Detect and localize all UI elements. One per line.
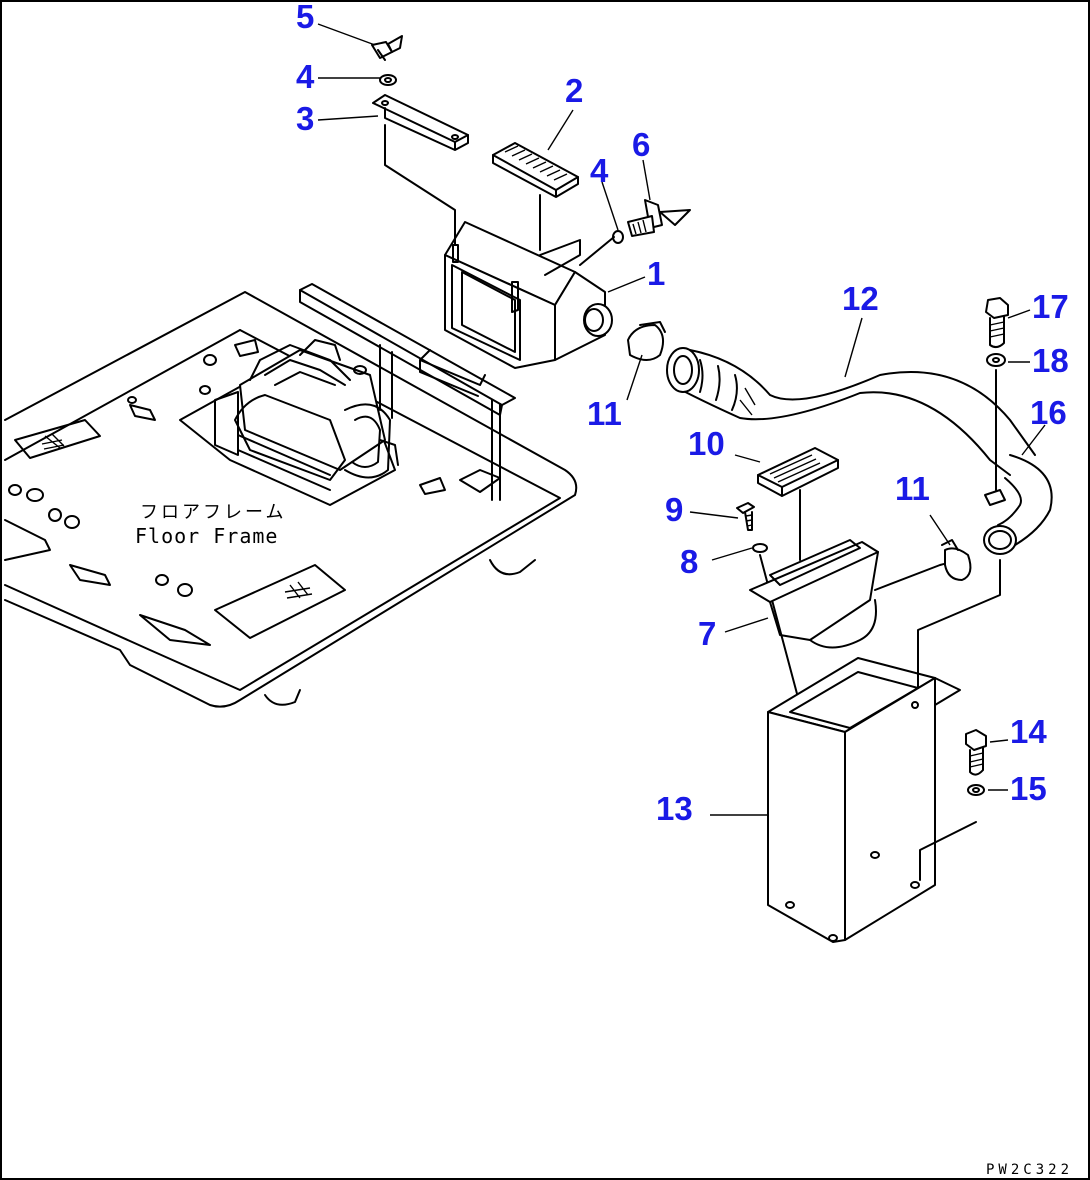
floor-frame [4, 291, 578, 708]
callout-11-upper: 11 [587, 395, 622, 432]
floor-frame-label-en: Floor Frame [135, 524, 278, 548]
callout-15: 15 [1010, 770, 1047, 807]
bracket-3 [372, 94, 469, 151]
callout-3: 3 [296, 100, 314, 137]
callout-11-lower: 11 [895, 470, 930, 507]
callout-14: 14 [1010, 713, 1047, 750]
washer-15 [919, 784, 985, 881]
floor-frame-label-jp: フロアフレーム [140, 502, 286, 523]
bolt-14 [965, 729, 987, 776]
callout-13: 13 [656, 790, 693, 827]
elbow-duct-16 [983, 454, 1053, 555]
callout-2: 2 [565, 72, 583, 109]
callout-5: 5 [296, 0, 314, 35]
drawing-code: PW2C322 [986, 1162, 1073, 1178]
callout-1: 1 [647, 255, 665, 292]
hose-clamp-11-lower [941, 539, 972, 581]
callout-10: 10 [688, 425, 725, 462]
duct-column-13 [767, 559, 1001, 943]
washer-8 [752, 543, 801, 706]
washer-4-top [379, 74, 397, 86]
bolt-17 [985, 297, 1009, 349]
callout-16: 16 [1030, 394, 1067, 431]
callout-labels: 5 4 3 2 6 4 1 12 17 18 16 11 10 9 8 11 7… [296, 0, 1069, 827]
leader-lines [317, 23, 1046, 816]
louver-grille-10 [757, 447, 839, 561]
washer-4-right [579, 230, 624, 266]
screw-9 [736, 502, 755, 531]
louver-grille-2 [492, 142, 579, 251]
callout-18: 18 [1032, 342, 1069, 379]
washer-18 [986, 353, 1006, 491]
hose-clamp-11-upper [627, 321, 666, 361]
callout-4-right: 4 [590, 152, 609, 189]
callout-17: 17 [1032, 288, 1069, 325]
wing-bolt-6 [627, 199, 691, 237]
duct-hose-12 [666, 347, 1036, 476]
callout-6: 6 [632, 126, 650, 163]
callout-8: 8 [680, 543, 698, 580]
wing-nut-5 [371, 35, 403, 61]
callout-7: 7 [698, 615, 716, 652]
callout-9: 9 [665, 491, 683, 528]
callout-12: 12 [842, 280, 879, 317]
heater-duct-assembly [299, 124, 613, 501]
callout-4-top: 4 [296, 58, 315, 95]
